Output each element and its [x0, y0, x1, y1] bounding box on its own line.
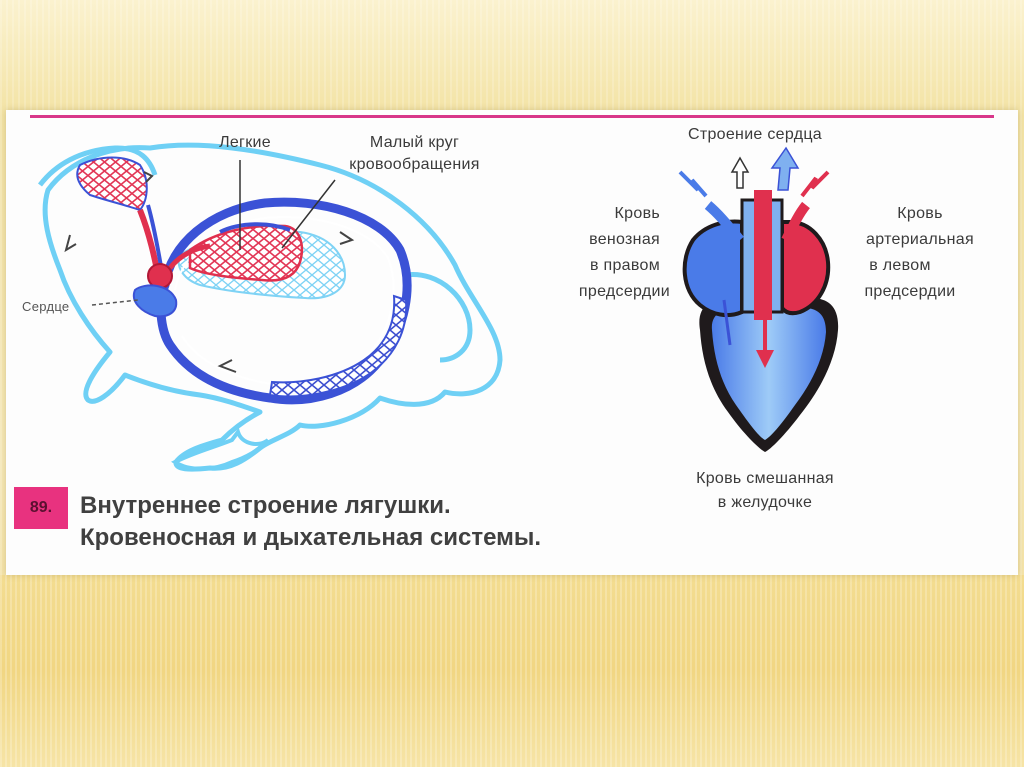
venous-inflow [704, 201, 744, 244]
left-atrium [780, 220, 831, 316]
frog-leg-outline [404, 271, 473, 363]
arterial-inflow [781, 201, 810, 243]
mixed-label-line2: в желудочке [717, 494, 813, 511]
arterial-stream [754, 190, 772, 320]
heart-structure-title: Строение сердца [687, 126, 823, 143]
figure-caption-line2: Кровеносная и дыхательная системы. [80, 524, 542, 551]
mixing-arrow-blue [722, 299, 732, 346]
inflow-arrow-red [800, 170, 830, 198]
flow-arrow-head [143, 171, 154, 183]
heart-structure-diagram [678, 146, 839, 452]
figure-caption: Внутреннее строение лягушки. Кровеносная… [80, 490, 541, 554]
frog-diagram [38, 142, 503, 472]
lung-mesh [188, 224, 304, 282]
pulmonary-circuit-label-line2: кровообращения [349, 156, 480, 173]
arterial-label-line4: предсердии [864, 283, 956, 300]
venous-label-line4: предсердии [578, 283, 670, 300]
arterial-label-line2: артериальная [866, 231, 974, 248]
flow-arrow-left [64, 234, 77, 253]
figure-caption-line1: Внутреннее строение лягушки. [80, 492, 451, 519]
textbook-page [6, 110, 1018, 575]
ventricle [711, 307, 826, 440]
pulmonary-leader [281, 179, 336, 249]
inflow-arrow-blue [678, 170, 708, 198]
mixed-label-line1: Кровь смешанная [696, 470, 834, 487]
venous-label-line2: венозная [589, 231, 660, 248]
heart-leader [91, 299, 139, 306]
outflow-arrow-blue [770, 146, 800, 191]
arterial-label-line3: в левом [869, 257, 931, 274]
page-top-rule [30, 115, 994, 118]
frog-head-outline [38, 145, 158, 187]
lungs-label: Легкие [219, 134, 271, 151]
pulmonary-circuit-label-line1: Малый круг [369, 134, 460, 151]
head-capillary-mesh [76, 156, 148, 212]
frog-heart-ventricle [132, 284, 178, 318]
venous-label-line1: Кровь [614, 205, 660, 222]
heart-label: Сердце [22, 299, 70, 314]
slide-bottom-band [0, 575, 1024, 767]
figure-number-badge: 89. [14, 487, 68, 529]
arterial-label-line1: Кровь [897, 205, 943, 222]
venous-label-line3: в правом [589, 257, 660, 274]
frog-front-foot [171, 427, 270, 471]
outflow-arrow-center [730, 156, 750, 189]
right-atrium [682, 219, 744, 318]
flow-arrow-top [339, 231, 355, 245]
flow-arrow-bottom [217, 359, 237, 373]
mixing-arrow-red [756, 300, 774, 368]
body-capillary-mesh [268, 294, 408, 398]
